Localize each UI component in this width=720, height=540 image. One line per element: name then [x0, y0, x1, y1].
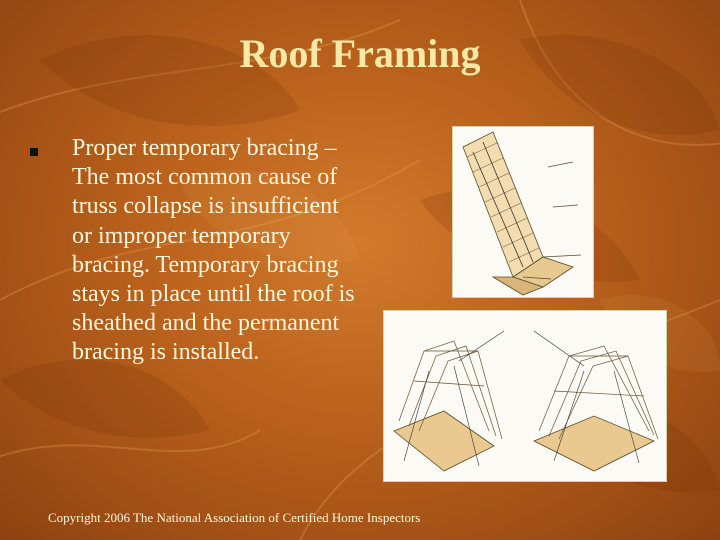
bullet-text: Proper temporary bracing – The most comm… — [72, 135, 355, 366]
slide-title: Roof Framing — [239, 31, 481, 76]
copyright-footer: Copyright 2006 The National Association … — [48, 510, 421, 525]
truss-bracing-diagram-top — [452, 126, 594, 298]
bullet-marker — [30, 148, 38, 156]
truss-bracing-diagram-bottom — [383, 310, 667, 482]
